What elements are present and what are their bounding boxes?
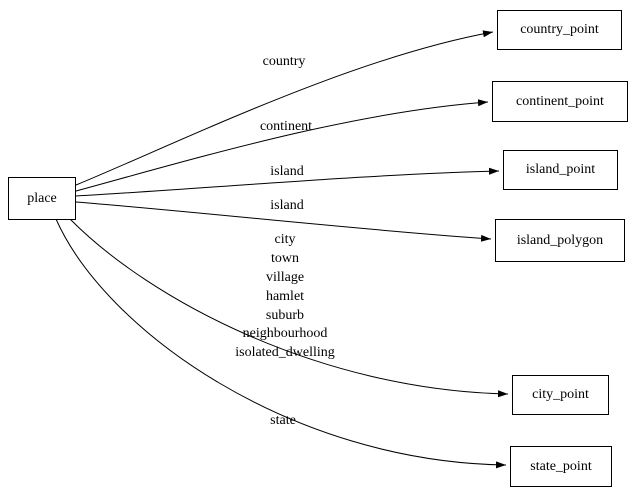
- edge-place-country_point: [75, 30, 494, 186]
- node-continent_point-label: continent_point: [516, 93, 604, 109]
- edge-label-country: country: [262, 54, 306, 69]
- edge-label-island-polygon: island: [270, 198, 304, 213]
- node-island_polygon-label: island_polygon: [516, 232, 604, 248]
- edge-place-continent_point: [75, 99, 489, 192]
- node-place-label: place: [27, 190, 57, 206]
- edge-label-state: state: [270, 413, 296, 428]
- node-island_point: island_point: [503, 150, 618, 190]
- node-state_point: state_point: [510, 446, 612, 487]
- node-city_point-label: city_point: [532, 387, 589, 402]
- edge-place-island_polygon: [75, 201, 492, 242]
- node-state_point-label: state_point: [530, 458, 592, 474]
- edge-label-island-point: island: [270, 164, 304, 179]
- edge-place-island_point: [75, 167, 500, 197]
- node-place: place: [8, 177, 76, 220]
- node-island_polygon: island_polygon: [495, 219, 625, 262]
- edge-place-city_point: [69, 218, 509, 398]
- node-continent_point: continent_point: [492, 81, 628, 122]
- node-island_point-label: island_point: [525, 162, 596, 177]
- node-country_point: country_point: [497, 10, 622, 50]
- edge-label-continent: continent: [259, 119, 313, 134]
- edge-place-state_point: [55, 218, 507, 469]
- node-city_point: city_point: [512, 375, 609, 415]
- edge-label-city-group: city town village hamlet suburb neighbou…: [235, 232, 335, 361]
- node-country_point-label: country_point: [520, 22, 599, 37]
